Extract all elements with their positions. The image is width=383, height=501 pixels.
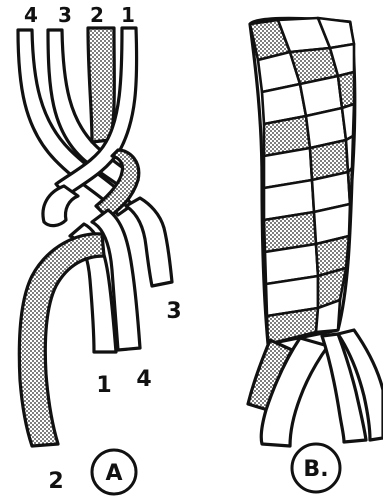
circle-b-text: B. xyxy=(303,457,328,482)
label-end-4: 4 xyxy=(136,367,151,392)
label-top-3: 3 xyxy=(58,3,72,27)
label-top-4: 4 xyxy=(24,3,38,27)
label-top-2: 2 xyxy=(90,3,104,27)
label-end-3: 3 xyxy=(166,299,181,324)
label-end-1: 1 xyxy=(96,373,111,398)
label-top-1: 1 xyxy=(121,3,135,27)
strand-2-upper xyxy=(88,28,114,142)
braid-segments xyxy=(250,18,354,344)
label-end-2: 2 xyxy=(48,469,63,494)
circle-a-text: A xyxy=(105,461,122,486)
strand-loop-left xyxy=(43,186,78,226)
panel-b-braid xyxy=(248,18,383,446)
panel-b-labels: B. xyxy=(292,444,340,492)
